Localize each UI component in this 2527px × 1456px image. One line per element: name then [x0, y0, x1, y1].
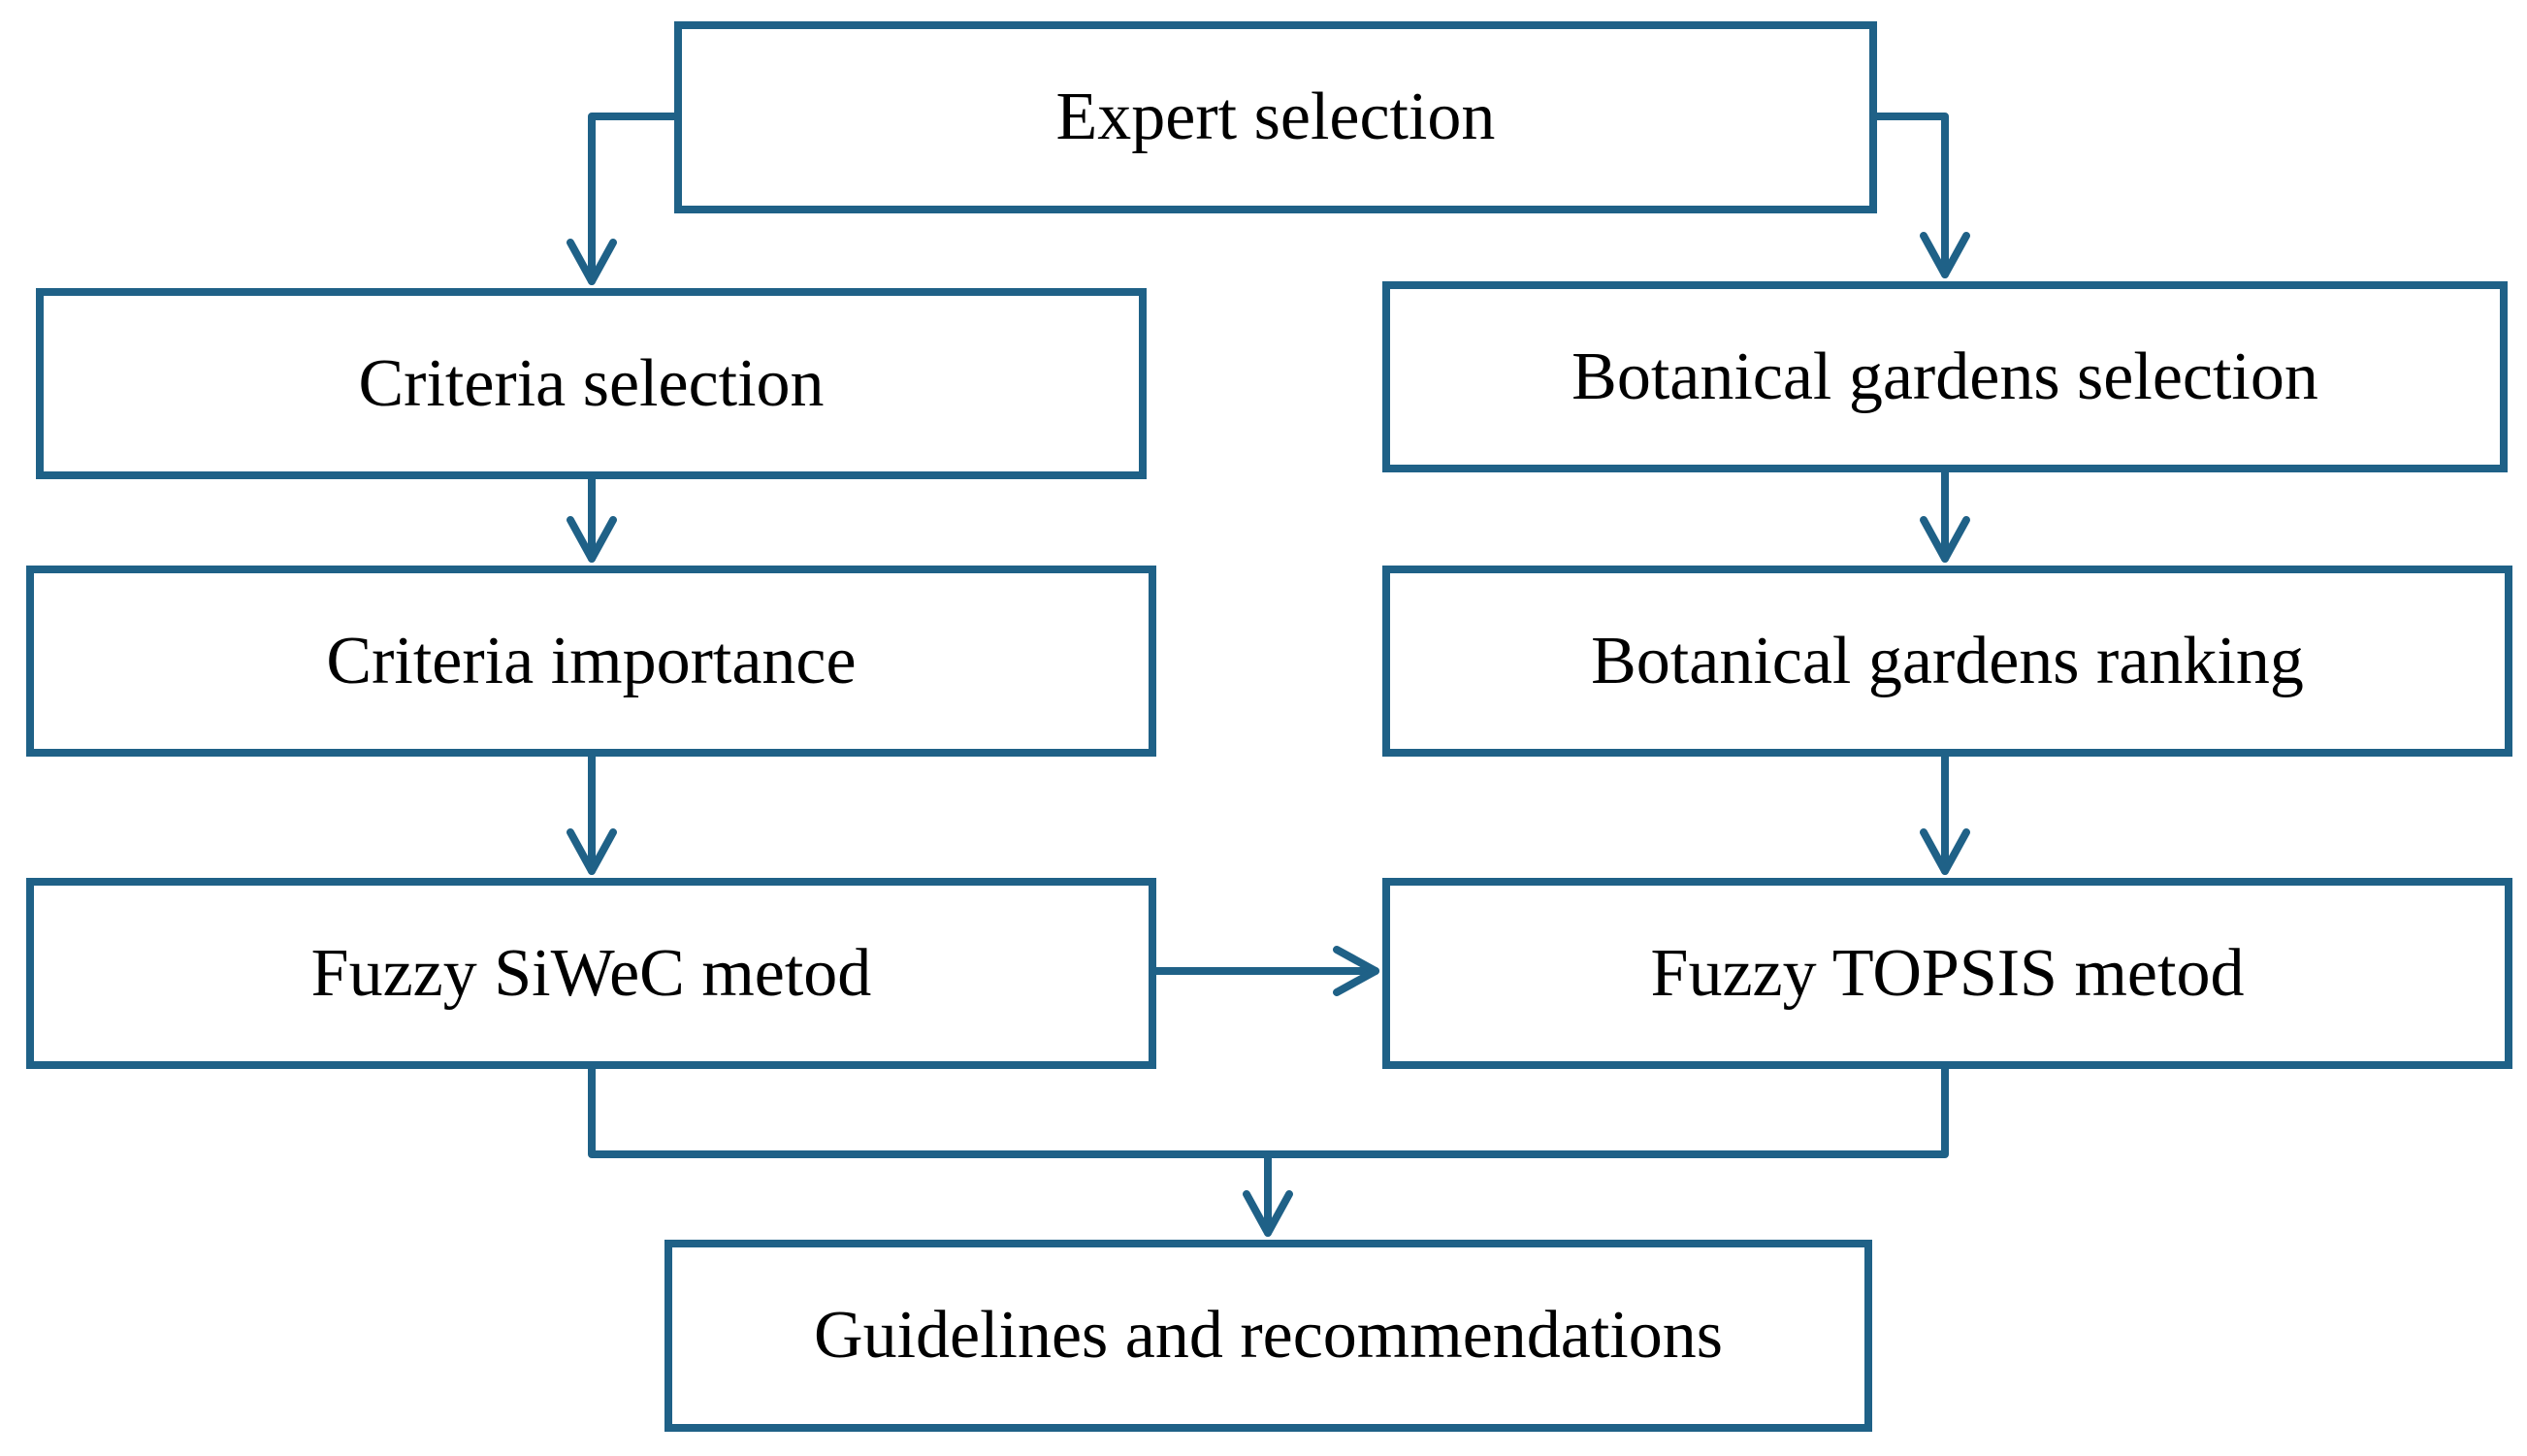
arrowhead-guidelines — [1243, 1190, 1293, 1237]
node-botanical-gardens-selection: Botanical gardens selection — [1382, 281, 2508, 472]
node-fuzzy-topsis-method: Fuzzy TOPSIS metod — [1382, 878, 2512, 1069]
arrowhead-siwec — [567, 828, 617, 875]
edge-expert-to-criteria-selection — [588, 113, 678, 285]
node-label: Botanical gardens ranking — [1591, 623, 2304, 698]
node-label: Fuzzy TOPSIS metod — [1650, 935, 2245, 1011]
arrowhead-criteria-selection — [567, 239, 617, 285]
node-criteria-selection: Criteria selection — [36, 288, 1147, 479]
node-criteria-importance: Criteria importance — [26, 566, 1156, 757]
arrowhead-topsis-top — [1920, 828, 1970, 875]
arrowhead-botanical-ranking — [1920, 516, 1970, 563]
node-guidelines-and-recommendations: Guidelines and recommendations — [664, 1240, 1872, 1432]
edge-methods-to-guidelines — [588, 1065, 1949, 1158]
arrowhead-criteria-importance — [567, 516, 617, 563]
node-label: Criteria importance — [326, 623, 857, 698]
arrowhead-botanical-selection — [1920, 232, 1970, 278]
node-label: Botanical gardens selection — [1571, 339, 2318, 414]
node-botanical-gardens-ranking: Botanical gardens ranking — [1382, 566, 2512, 757]
node-label: Criteria selection — [358, 345, 825, 421]
node-label: Fuzzy SiWeC metod — [310, 935, 872, 1011]
node-fuzzy-siwec-method: Fuzzy SiWeC metod — [26, 878, 1156, 1069]
node-expert-selection: Expert selection — [674, 21, 1877, 213]
node-label: Guidelines and recommendations — [814, 1298, 1723, 1373]
node-label: Expert selection — [1055, 80, 1496, 154]
edge-expert-to-botanical-selection — [1873, 113, 1949, 278]
arrowhead-topsis-left — [1333, 946, 1379, 996]
